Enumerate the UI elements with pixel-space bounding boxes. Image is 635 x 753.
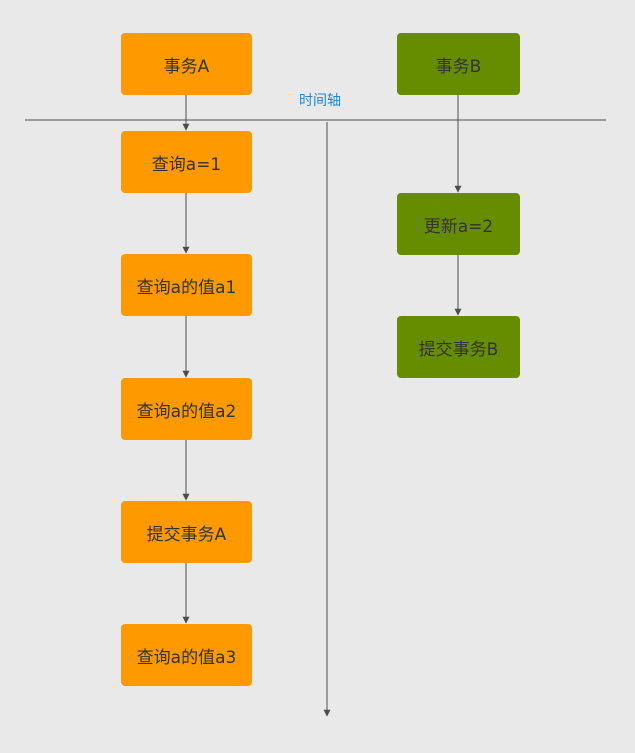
transaction-a-step-query-a1: 查询a的值a1 bbox=[121, 254, 252, 316]
transaction-a-step-query-a-1: 查询a=1 bbox=[121, 131, 252, 193]
transaction-a-step-commit: 提交事务A bbox=[121, 501, 252, 563]
transaction-a-header: 事务A bbox=[121, 33, 252, 95]
timeline-label: 时间轴 bbox=[299, 93, 341, 109]
transaction-b-header: 事务B bbox=[397, 33, 520, 95]
transaction-b-step-update-a-2: 更新a=2 bbox=[397, 193, 520, 255]
transaction-a-step-query-a3: 查询a的值a3 bbox=[121, 624, 252, 686]
transaction-b-step-commit: 提交事务B bbox=[397, 316, 520, 378]
transaction-a-step-query-a2: 查询a的值a2 bbox=[121, 378, 252, 440]
